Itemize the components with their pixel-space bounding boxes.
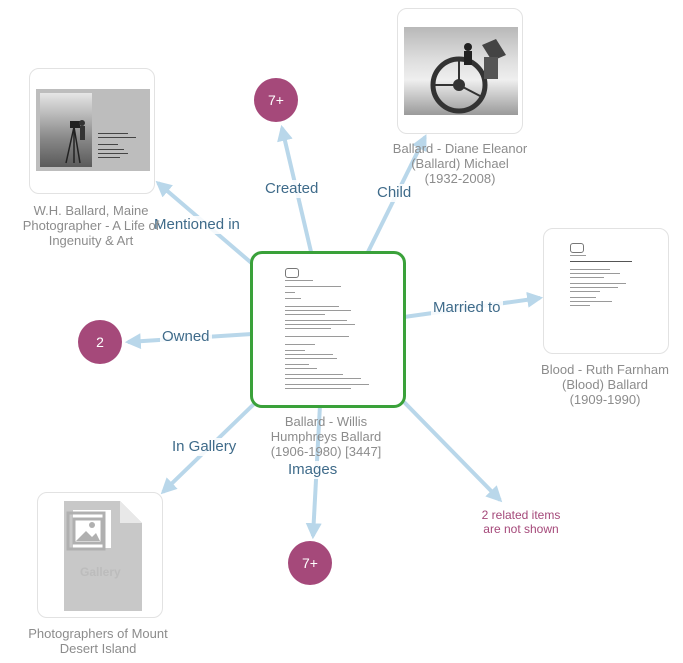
- caption-line: Blood - Ruth Farnham: [541, 362, 669, 377]
- node-ruth[interactable]: [543, 228, 669, 354]
- caption-line: Ingenuity & Art: [48, 233, 134, 248]
- node-diane[interactable]: [397, 8, 523, 134]
- hidden-note-line: 2 related items: [481, 508, 561, 522]
- node-center-caption: Ballard - Willis Humphreys Ballard (1906…: [236, 414, 416, 459]
- edge-label-created: Created: [263, 180, 321, 198]
- edge-hidden: [402, 400, 503, 503]
- node-wh-ballard-book-caption: W.H. Ballard, Maine Photographer - A Lif…: [6, 203, 176, 248]
- node-center-willis-ballard[interactable]: [250, 251, 406, 408]
- document-logo-icon: [285, 268, 299, 278]
- caption-line: (1906-1980) [3447]: [270, 444, 382, 459]
- node-gallery-caption: Photographers of Mount Desert Island: [10, 626, 186, 656]
- edge-label-mentioned-in: Mentioned in: [152, 216, 242, 234]
- edge-label-married-to: Married to: [431, 299, 503, 317]
- edge-label-child: Child: [375, 184, 414, 202]
- gallery-file-icon: [64, 501, 142, 611]
- center-document-thumbnail: [281, 266, 377, 394]
- node-ruth-caption: Blood - Ruth Farnham (Blood) Ballard (19…: [520, 362, 683, 407]
- book-cover-image: [36, 89, 150, 171]
- caption-line: Ballard - Diane Eleanor: [392, 141, 528, 156]
- count-circle-owned[interactable]: 2: [78, 320, 122, 364]
- caption-line: (1932-2008): [424, 171, 496, 186]
- caption-line: Photographer - A Life of: [22, 218, 160, 233]
- hidden-items-note[interactable]: 2 related items are not shown: [456, 508, 586, 536]
- node-wh-ballard-book[interactable]: [29, 68, 155, 194]
- photographer-photo: [40, 93, 92, 167]
- caption-line: Humphreys Ballard: [270, 429, 382, 444]
- count-circle-images[interactable]: 7+: [288, 541, 332, 585]
- diane-photo: [404, 27, 518, 115]
- ruth-document-thumbnail: [564, 239, 650, 345]
- count-circle-created[interactable]: 7+: [254, 78, 298, 122]
- edge-label-owned: Owned: [160, 328, 212, 346]
- caption-line: (Blood) Ballard: [562, 377, 648, 392]
- edge-label-in-gallery: In Gallery: [170, 438, 239, 456]
- caption-line: (Ballard) Michael: [411, 156, 509, 171]
- caption-line: Photographers of Mount: [28, 626, 168, 641]
- edge-label-images: Images: [286, 461, 340, 479]
- caption-line: Ballard - Willis: [284, 414, 368, 429]
- caption-line: Desert Island: [59, 641, 137, 656]
- node-gallery[interactable]: Gallery: [37, 492, 163, 618]
- hidden-note-line: are not shown: [483, 522, 559, 536]
- caption-line: (1909-1990): [569, 392, 641, 407]
- gallery-icon-label: Gallery: [80, 565, 121, 579]
- node-diane-caption: Ballard - Diane Eleanor (Ballard) Michae…: [370, 141, 550, 186]
- document-logo-icon: [570, 243, 584, 253]
- caption-line: W.H. Ballard, Maine: [33, 203, 149, 218]
